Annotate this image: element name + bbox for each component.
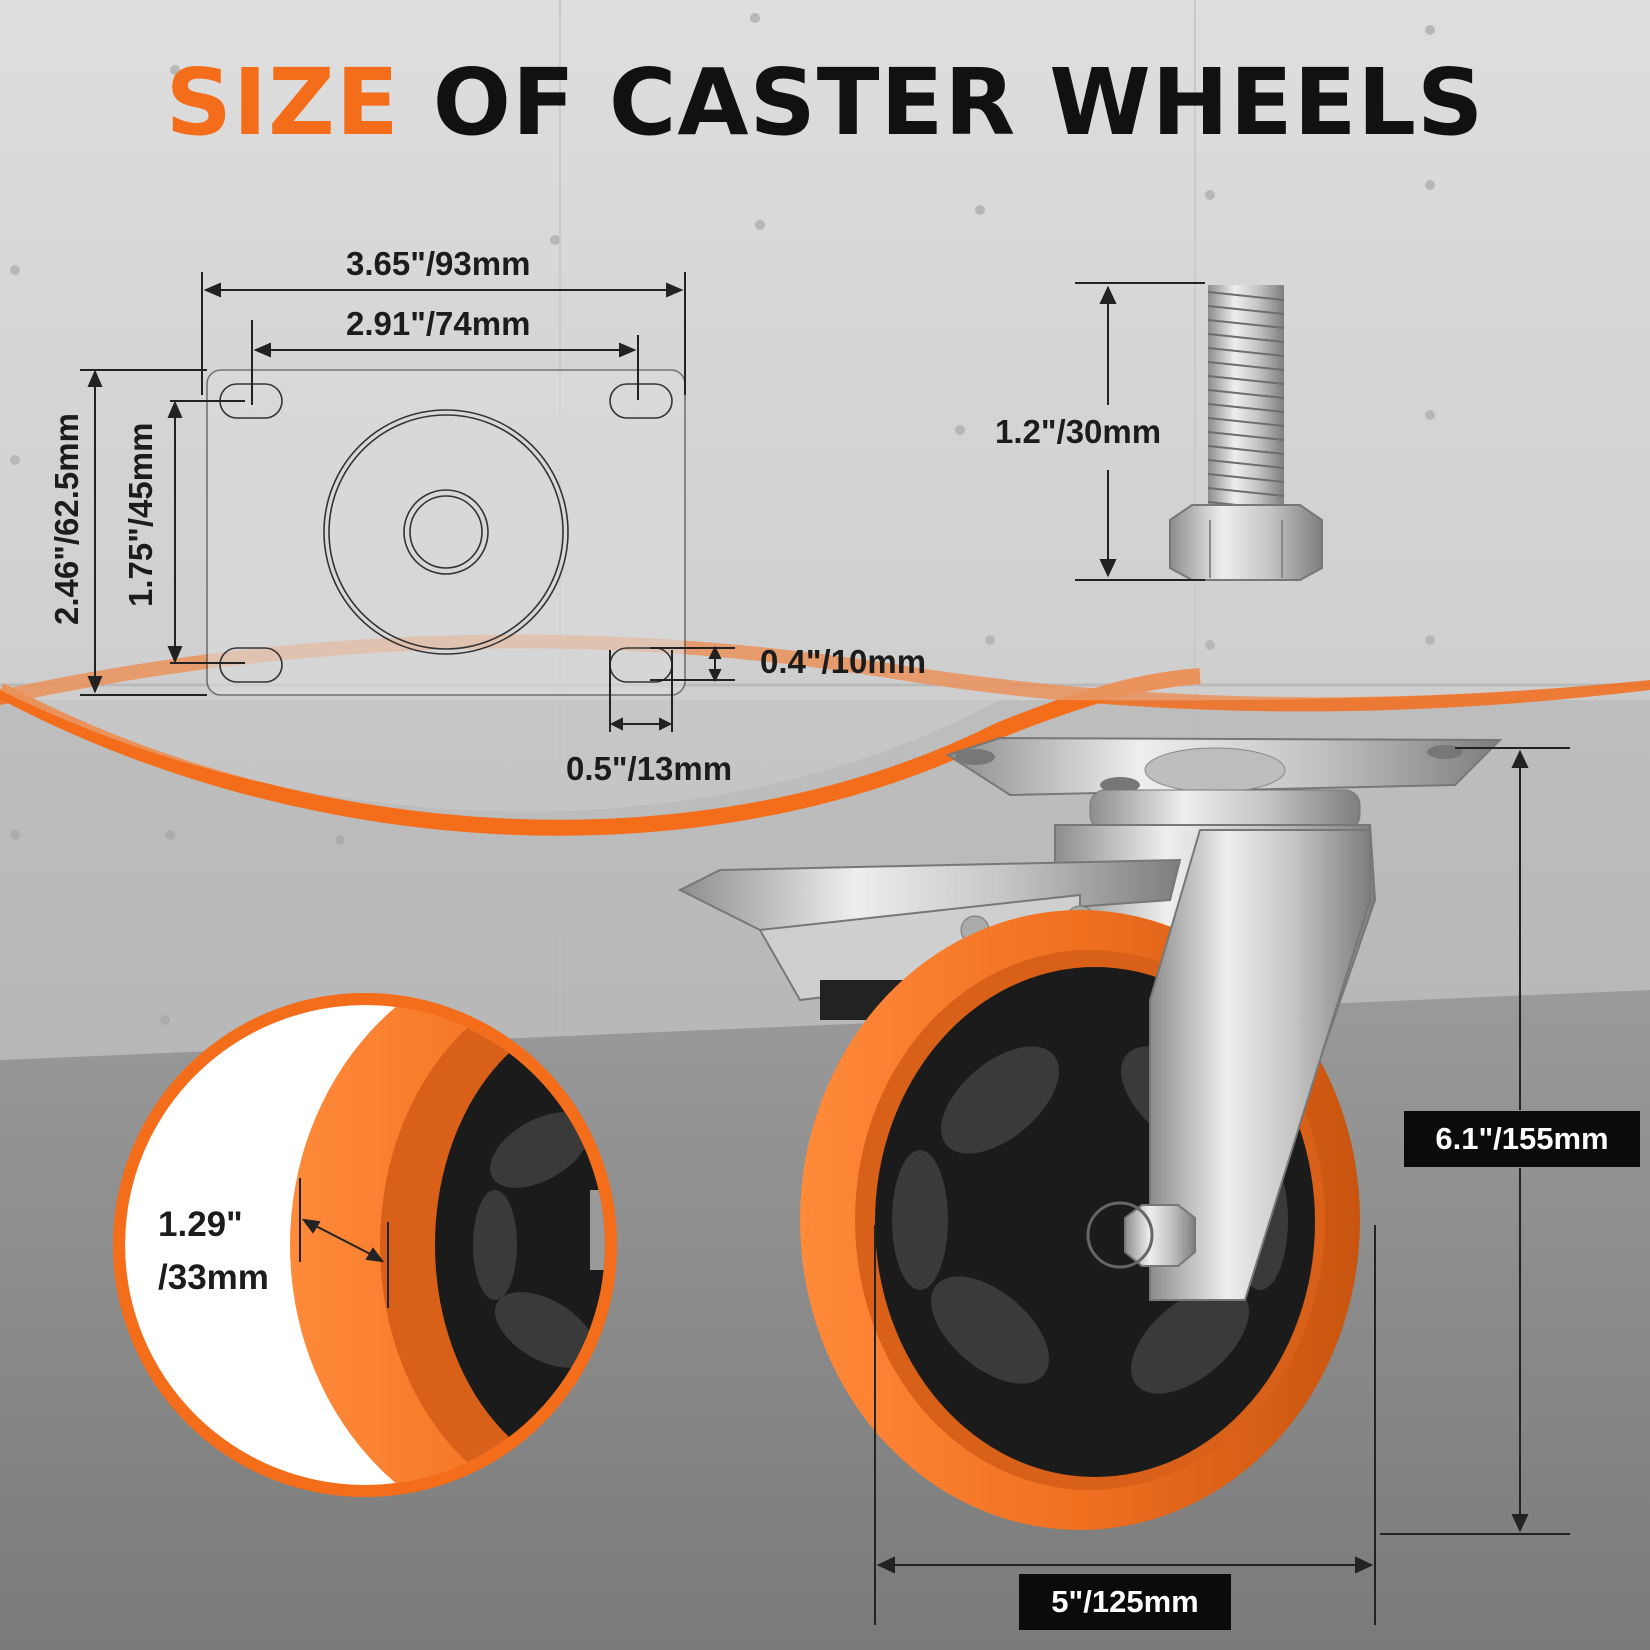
caster-wheel-icon xyxy=(677,736,1503,1530)
tread-width-label-line2: /33mm xyxy=(158,1258,269,1297)
threaded-stem-icon xyxy=(1169,285,1323,581)
tread-width-label-line1: 1.29" xyxy=(158,1205,243,1244)
plate-height-outer-label: 2.46"/62.5mm xyxy=(48,413,85,625)
plate-width-outer-label: 3.65"/93mm xyxy=(346,245,531,282)
slot-width-label: 0.5"/13mm xyxy=(566,750,733,787)
stem-length-label: 1.2"/30mm xyxy=(995,413,1162,450)
slot-height-label: 0.4"/10mm xyxy=(760,643,927,680)
page-title: SIZE OF CASTER WHEELS xyxy=(0,48,1650,158)
plate-height-holes-label: 1.75"/45mm xyxy=(122,422,159,607)
plate-width-holes-label: 2.91"/74mm xyxy=(346,305,531,342)
total-height-label: 6.1"/155mm xyxy=(1404,1111,1640,1167)
mounting-plate-icon xyxy=(206,369,686,696)
title-rest: OF CASTER WHEELS xyxy=(432,49,1485,156)
wheel-diameter-label: 5"/125mm xyxy=(1019,1574,1231,1630)
title-accent: SIZE xyxy=(165,49,400,156)
